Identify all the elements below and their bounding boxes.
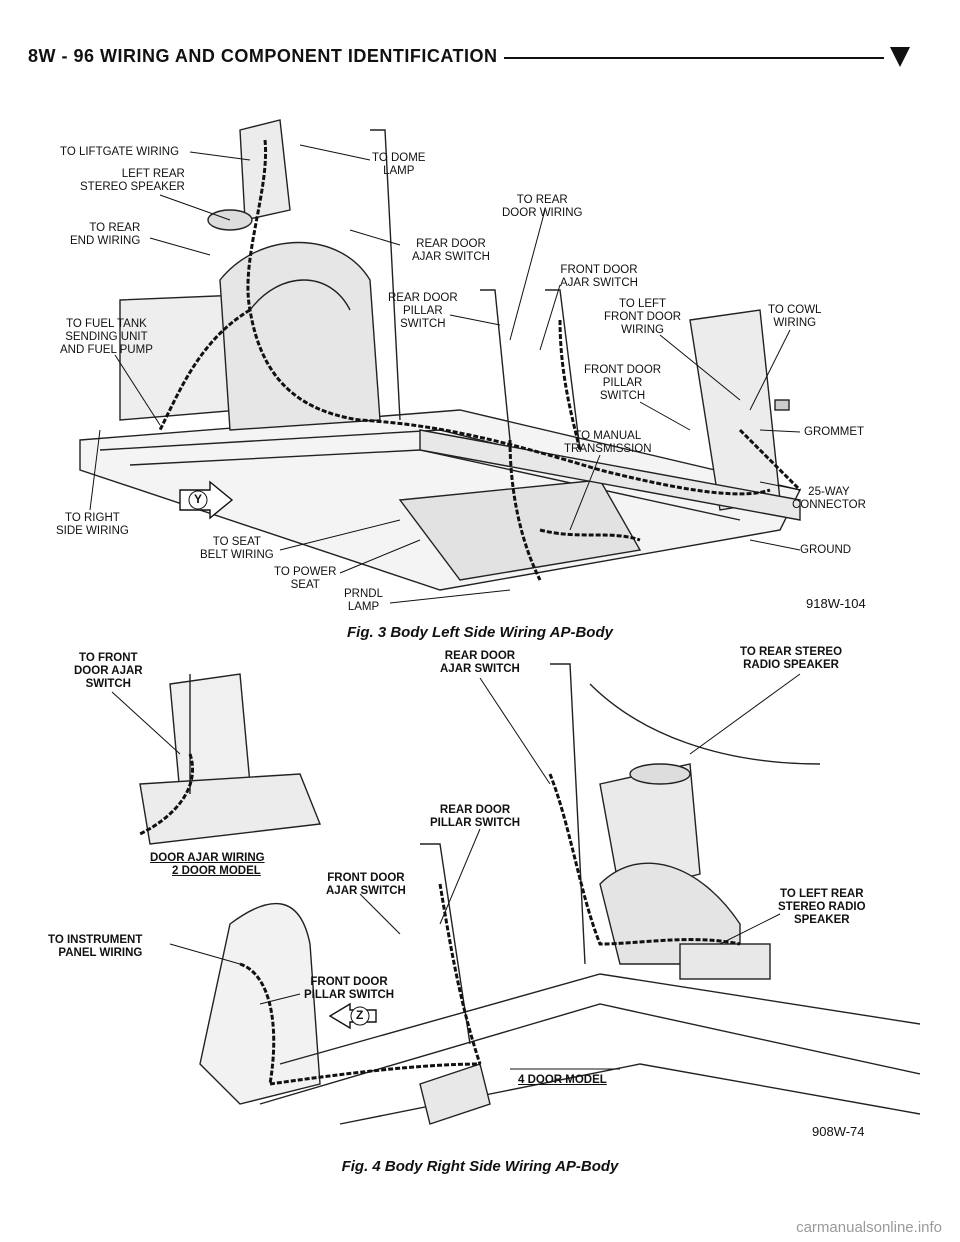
watermark: carmanualsonline.info (796, 1219, 942, 1236)
view-arrow-icon-y (179, 480, 234, 520)
label-right-side-wiring: TO RIGHT SIDE WIRING (56, 512, 129, 537)
label-left-rear-stereo-radio-speaker: TO LEFT REAR STEREO RADIO SPEAKER (778, 888, 866, 926)
label-rear-door-pillar-switch-4door: REAR DOOR PILLAR SWITCH (430, 804, 521, 829)
view-marker-z: Z (356, 1008, 364, 1022)
label-grommet: GROMMET (804, 426, 865, 438)
view-marker-y: Y (194, 492, 203, 506)
header-rule (504, 57, 884, 59)
label-liftgate-wiring: TO LIFTGATE WIRING (60, 146, 180, 158)
label-rear-door-wiring: TO REAR DOOR WIRING (502, 194, 583, 219)
label-rear-stereo-radio-speaker: TO REAR STEREO RADIO SPEAKER (740, 646, 843, 671)
figure-3: TO LIFTGATE WIRING LEFT REAR STEREO SPEA… (40, 110, 920, 620)
label-dome-lamp: TO DOME LAMP (372, 152, 426, 177)
page-header: 8W - 96 WIRING AND COMPONENT IDENTIFICAT… (28, 42, 932, 76)
figure-4: TO FRONT DOOR AJAR SWITCH DOOR AJAR WIRI… (40, 644, 920, 1154)
label-ground: GROUND (800, 544, 852, 556)
label-front-door-pillar-switch: FRONT DOOR PILLAR SWITCH (584, 364, 662, 402)
label-2-door-model: 2 DOOR MODEL (172, 865, 261, 877)
label-front-door-pillar-switch-4door: FRONT DOOR PILLAR SWITCH (304, 976, 395, 1001)
label-4-door-model: 4 DOOR MODEL (518, 1074, 607, 1086)
label-door-ajar-wiring: DOOR AJAR WIRING (150, 852, 265, 864)
label-front-door-ajar-switch: FRONT DOOR AJAR SWITCH (560, 264, 638, 289)
label-rear-door-ajar-switch-4door: REAR DOOR AJAR SWITCH (440, 650, 520, 675)
label-left-rear-stereo-speaker: LEFT REAR STEREO SPEAKER (80, 168, 185, 193)
label-left-front-door-wiring: TO LEFT FRONT DOOR WIRING (604, 298, 682, 336)
label-rear-door-ajar-switch: REAR DOOR AJAR SWITCH (412, 238, 490, 263)
label-cowl-wiring: TO COWL WIRING (768, 304, 822, 329)
view-arrow-icon-z (328, 1002, 377, 1030)
figure-4-code: 908W-74 (812, 1124, 865, 1139)
header-triangle-icon (890, 47, 910, 67)
label-fuel-tank-sending-unit: TO FUEL TANK SENDING UNIT AND FUEL PUMP (60, 318, 153, 356)
figure-4-illustration (111, 663, 920, 1125)
label-front-door-ajar-switch-4door: FRONT DOOR AJAR SWITCH (326, 872, 406, 897)
figure-3-illustration (79, 119, 802, 604)
label-instrument-panel-wiring: TO INSTRUMENT PANEL WIRING (48, 934, 143, 959)
label-power-seat: TO POWER SEAT (274, 566, 337, 591)
label-seat-belt-wiring: TO SEAT BELT WIRING (200, 536, 274, 561)
label-rear-end-wiring: TO REAR END WIRING (70, 222, 141, 247)
label-prndl-lamp: PRNDL LAMP (344, 588, 383, 613)
figure-3-code: 918W-104 (806, 596, 866, 611)
label-rear-door-pillar-switch: REAR DOOR PILLAR SWITCH (388, 292, 458, 330)
label-manual-transmission: TO MANUAL TRANSMISSION (564, 430, 652, 455)
label-25-way-connector: 25-WAY CONNECTOR (792, 486, 866, 511)
figure-4-caption: Fig. 4 Body Right Side Wiring AP-Body (341, 1158, 619, 1175)
figure-3-caption: Fig. 3 Body Left Side Wiring AP-Body (347, 624, 613, 641)
page-header-title: 8W - 96 WIRING AND COMPONENT IDENTIFICAT… (28, 46, 498, 66)
label-front-door-ajar-switch-2door: TO FRONT DOOR AJAR SWITCH (74, 652, 143, 690)
